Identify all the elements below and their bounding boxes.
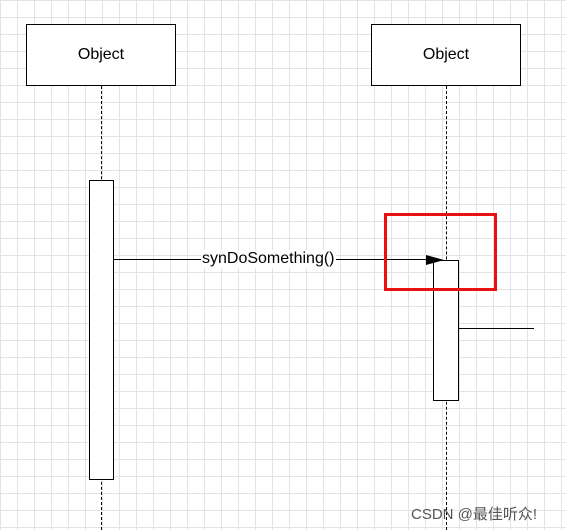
watermark-text: CSDN @最佳听众! [411, 506, 538, 523]
outgoing-message-line[interactable] [459, 328, 534, 329]
object-box-left[interactable]: Object [26, 24, 176, 86]
object-box-right[interactable]: Object [371, 24, 521, 86]
activation-bar-right[interactable] [433, 260, 459, 401]
highlight-box [384, 213, 497, 291]
message-label: synDoSomething() [201, 250, 336, 268]
activation-bar-left[interactable] [89, 180, 114, 480]
object-label-left: Object [77, 46, 125, 63]
object-label-right: Object [422, 46, 470, 63]
arrowhead-icon [426, 255, 444, 265]
